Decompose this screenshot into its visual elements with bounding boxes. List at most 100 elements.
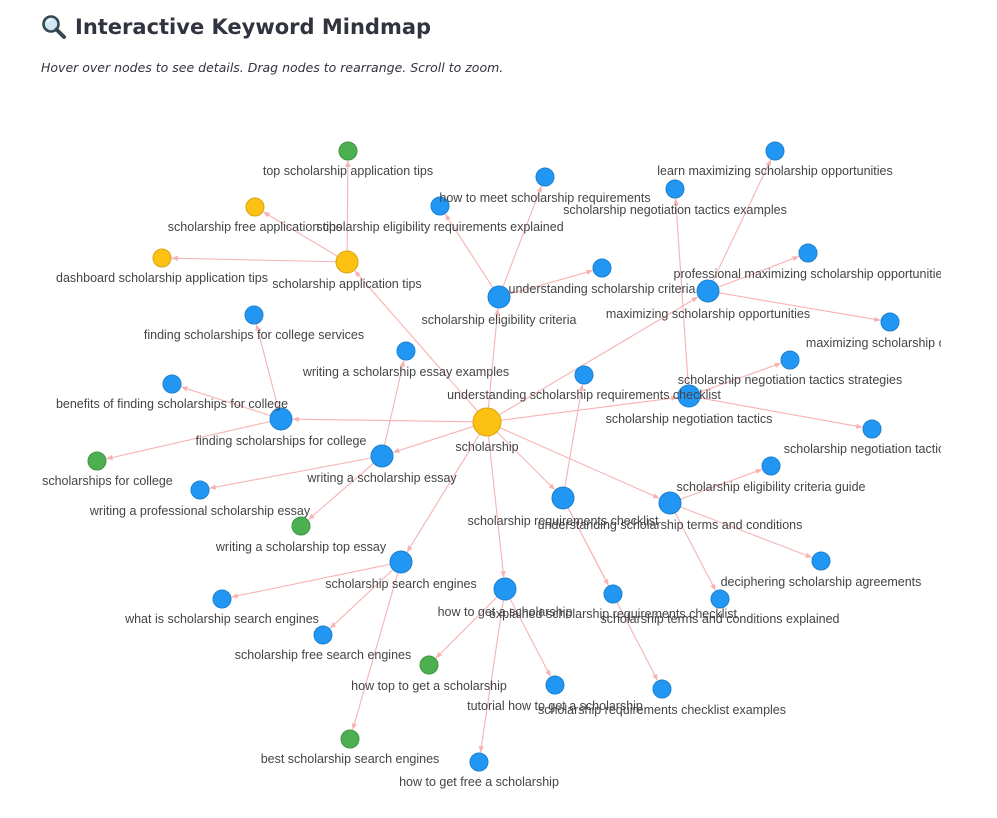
node-label-scholarship-search-engines[interactable]: scholarship search engines: [325, 577, 476, 591]
node-learn-maximizing-scholarship-opportunities[interactable]: [765, 141, 785, 161]
node-writing-a-professional-scholarship-essay[interactable]: [190, 480, 210, 500]
node-writing-a-scholarship-essay-examples[interactable]: [396, 341, 416, 361]
node-understanding-scholarship-terms-and-conditions[interactable]: [658, 491, 682, 515]
node-label-understanding-scholarship-requirements-checklist[interactable]: understanding scholarship requirements c…: [447, 388, 721, 402]
node-benefits-of-finding-scholarships-for-college[interactable]: [162, 374, 182, 394]
node-scholarship-negotiation-tactics[interactable]: [677, 384, 701, 408]
node-label-best-scholarship-search-engines[interactable]: best scholarship search engines: [261, 752, 440, 766]
edge-scholarship-application-tips-to-top-scholarship-application-tips: [345, 160, 351, 252]
node-label-scholarship-negotiation-tactics-strategies[interactable]: scholarship negotiation tactics strategi…: [678, 373, 902, 387]
node-scholarship-requirements-checklist[interactable]: [551, 486, 575, 510]
node-label-writing-a-professional-scholarship-essay[interactable]: writing a professional scholarship essay: [89, 504, 311, 518]
node-label-dashboard-scholarship-application-tips[interactable]: dashboard scholarship application tips: [56, 271, 268, 285]
edge-maximizing-scholarship-opportunities-to-learn-maximizing-scholarship-opportunities: [712, 159, 772, 282]
node-scholarship-negotiation-tactics-strategies[interactable]: [780, 350, 800, 370]
node-label-scholarship-free-application-tips[interactable]: scholarship free application tips: [168, 220, 342, 234]
edge-writing-a-scholarship-essay-to-writing-a-scholarship-top-essay: [308, 462, 375, 520]
node-top-scholarships-for-college[interactable]: [87, 451, 107, 471]
node-how-to-get-free-a-scholarship[interactable]: [469, 752, 489, 772]
node-writing-a-scholarship-essay[interactable]: [370, 444, 394, 468]
labels-layer: scholarship scholarship application tips t…: [41, 164, 941, 789]
edge-scholarship-requirements-checklist-to-understanding-scholarship-requirements-checklist: [564, 384, 584, 488]
node-label-explained-scholarship-requirements-checklist[interactable]: explained scholarship requirements check…: [489, 607, 738, 621]
node-how-to-get-a-scholarship[interactable]: [493, 577, 517, 601]
node-label-what-is-scholarship-search-engines[interactable]: what is scholarship search engines: [124, 612, 319, 626]
edge-scholarship-to-understanding-scholarship-terms-and-conditions: [499, 427, 660, 499]
node-label-maximizing-scholarship-opportunities[interactable]: maximizing scholarship opportunities: [606, 307, 810, 321]
edge-understanding-scholarship-terms-and-conditions-to-deciphering-scholarship-agreements: [680, 506, 813, 558]
node-scholarship-requirements-checklist-examples[interactable]: [652, 679, 672, 699]
mindmap-graph[interactable]: scholarship scholarship application tips t…: [41, 95, 941, 810]
node-label-how-to-get-free-a-scholarship[interactable]: how to get free a scholarship: [399, 775, 559, 789]
node-how-to-meet-scholarship-requirements[interactable]: [535, 167, 555, 187]
node-understanding-scholarship-requirements-checklist[interactable]: [574, 365, 594, 385]
mindmap-canvas[interactable]: scholarship scholarship application tips t…: [41, 95, 941, 810]
node-label-how-to-meet-scholarship-requirements[interactable]: how to meet scholarship requirements: [439, 191, 650, 205]
edge-scholarship-to-scholarship-application-tips: [354, 270, 479, 412]
edge-scholarship-to-scholarship-eligibility-criteria: [487, 308, 500, 409]
node-tutorial-how-to-get-a-scholarship[interactable]: [545, 675, 565, 695]
node-label-scholarship-negotiation-tactics-examples[interactable]: scholarship negotiation tactics examples: [563, 203, 787, 217]
node-finding-scholarships-for-college-services[interactable]: [244, 305, 264, 325]
node-label-scholarship-negotiation-tactics-s[interactable]: scholarship negotiation tactics s: [784, 442, 941, 456]
node-dashboard-scholarship-application-tips[interactable]: [152, 248, 172, 268]
node-scholarship-application-tips[interactable]: [335, 250, 359, 274]
node-label-scholarship-requirements-checklist[interactable]: scholarship requirements checklist: [467, 514, 659, 528]
node-maximizing-scholarship-opportunities[interactable]: [696, 279, 720, 303]
edge-scholarship-to-finding-scholarships-for-college: [292, 416, 474, 423]
node-scholarship-free-application-tips[interactable]: [245, 197, 265, 217]
edge-how-to-get-a-scholarship-to-tutorial-how-to-get-a-scholarship: [509, 598, 551, 677]
node-finding-scholarships-for-college[interactable]: [269, 407, 293, 431]
node-scholarship-search-engines[interactable]: [389, 550, 413, 574]
node-label-deciphering-scholarship-agreements[interactable]: deciphering scholarship agreements: [721, 575, 922, 589]
node-label-how-top-to-get-a-scholarship[interactable]: how top to get a scholarship: [351, 679, 507, 693]
node-scholarship-terms-and-conditions-explained[interactable]: [710, 589, 730, 609]
edge-maximizing-scholarship-opportunities-to-professional-maximizing-scholarship-opportunities: [718, 256, 800, 288]
node-label-how-to-get-a-scholarship[interactable]: how to get a scholarship: [438, 605, 573, 619]
node-best-scholarship-search-engines[interactable]: [340, 729, 360, 749]
node-professional-maximizing-scholarship-opportunities[interactable]: [798, 243, 818, 263]
edge-scholarship-to-scholarship-negotiation-tactics: [500, 395, 678, 421]
node-scholarship-free-search-engines[interactable]: [313, 625, 333, 645]
node-label-top-scholarships-for-college[interactable]: top scholarships for college: [41, 474, 173, 488]
node-label-learn-maximizing-scholarship-opportunities[interactable]: learn maximizing scholarship opportuniti…: [657, 164, 893, 178]
node-understanding-scholarship-criteria[interactable]: [592, 258, 612, 278]
node-scholarship[interactable]: [472, 407, 502, 437]
node-label-scholarship-requirements-checklist-examples[interactable]: scholarship requirements checklist examp…: [538, 703, 786, 717]
node-label-writing-a-scholarship-essay[interactable]: writing a scholarship essay: [306, 471, 457, 485]
node-scholarship-negotiation-tactics-examples[interactable]: [665, 179, 685, 199]
node-label-scholarship-free-search-engines[interactable]: scholarship free search engines: [235, 648, 412, 662]
node-label-writing-a-scholarship-essay-examples[interactable]: writing a scholarship essay examples: [302, 365, 509, 379]
node-label-scholarship-negotiation-tactics[interactable]: scholarship negotiation tactics: [606, 412, 773, 426]
edge-finding-scholarships-for-college-to-finding-scholarships-for-college-services: [255, 324, 279, 409]
node-deciphering-scholarship-agreements[interactable]: [811, 551, 831, 571]
edges-layer: [106, 159, 881, 753]
node-maximizing-scholarship-opport[interactable]: [880, 312, 900, 332]
node-label-scholarship[interactable]: scholarship: [455, 440, 518, 454]
node-scholarship-eligibility-criteria[interactable]: [487, 285, 511, 309]
node-label-finding-scholarships-for-college[interactable]: finding scholarships for college: [196, 434, 367, 448]
node-label-scholarship-terms-and-conditions-explained[interactable]: scholarship terms and conditions explain…: [600, 612, 839, 626]
node-label-understanding-scholarship-terms-and-conditions[interactable]: understanding scholarship terms and cond…: [538, 518, 803, 532]
node-label-writing-a-scholarship-top-essay[interactable]: writing a scholarship top essay: [215, 540, 387, 554]
node-label-scholarship-eligibility-requirements-explained[interactable]: scholarship eligibility requirements exp…: [316, 220, 563, 234]
node-scholarship-negotiation-tactics-s[interactable]: [862, 419, 882, 439]
node-label-scholarship-eligibility-criteria-guide[interactable]: scholarship eligibility criteria guide: [677, 480, 866, 494]
node-label-tutorial-how-to-get-a-scholarship[interactable]: tutorial how to get a scholarship: [467, 699, 643, 713]
node-how-top-to-get-a-scholarship[interactable]: [419, 655, 439, 675]
node-label-finding-scholarships-for-college-services[interactable]: finding scholarships for college service…: [144, 328, 364, 342]
node-label-scholarship-eligibility-criteria[interactable]: scholarship eligibility criteria: [422, 313, 577, 327]
node-scholarship-eligibility-requirements-explained[interactable]: [430, 196, 450, 216]
node-top-scholarship-application-tips[interactable]: [338, 141, 358, 161]
node-scholarship-eligibility-criteria-guide[interactable]: [761, 456, 781, 476]
node-label-benefits-of-finding-scholarships-for-college[interactable]: benefits of finding scholarships for col…: [56, 397, 288, 411]
node-writing-a-scholarship-top-essay[interactable]: [291, 516, 311, 536]
node-what-is-scholarship-search-engines[interactable]: [212, 589, 232, 609]
node-label-maximizing-scholarship-opport[interactable]: maximizing scholarship opport: [806, 336, 941, 350]
node-label-professional-maximizing-scholarship-opportunities[interactable]: professional maximizing scholarship oppo…: [674, 267, 941, 281]
edge-scholarship-eligibility-criteria-to-understanding-scholarship-criteria: [509, 269, 594, 295]
node-label-scholarship-application-tips[interactable]: scholarship application tips: [272, 277, 421, 291]
node-label-top-scholarship-application-tips[interactable]: top scholarship application tips: [263, 164, 433, 178]
node-explained-scholarship-requirements-checklist[interactable]: [603, 584, 623, 604]
node-label-understanding-scholarship-criteria[interactable]: understanding scholarship criteria: [509, 282, 696, 296]
